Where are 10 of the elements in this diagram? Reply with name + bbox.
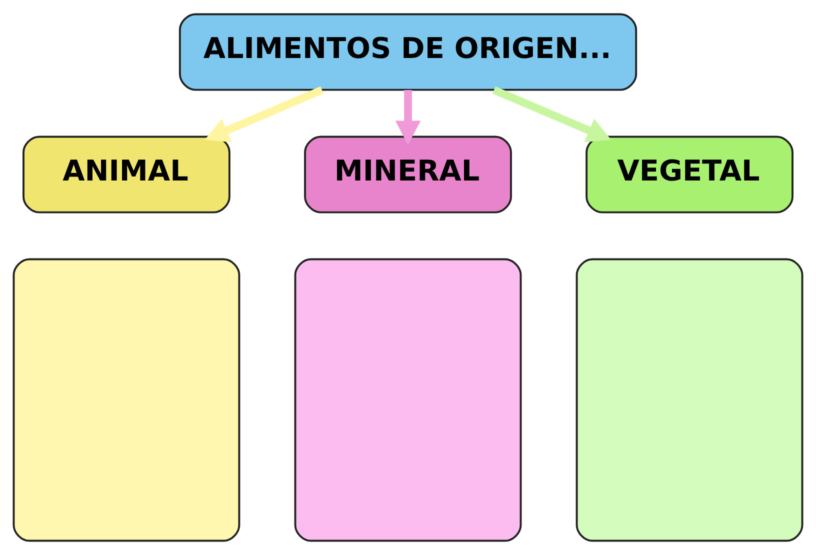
arrow bbox=[395, 89, 421, 144]
node-box: VEGETAL bbox=[586, 135, 794, 213]
arrow bbox=[204, 86, 324, 142]
node-box: ANIMAL bbox=[22, 135, 230, 213]
node-box: MINERAL bbox=[304, 135, 512, 213]
node-box bbox=[576, 258, 804, 542]
node-box: ALIMENTOS DE ORIGEN... bbox=[178, 12, 638, 90]
arrow bbox=[492, 86, 612, 142]
node-box bbox=[12, 258, 240, 542]
node-box bbox=[294, 258, 522, 542]
